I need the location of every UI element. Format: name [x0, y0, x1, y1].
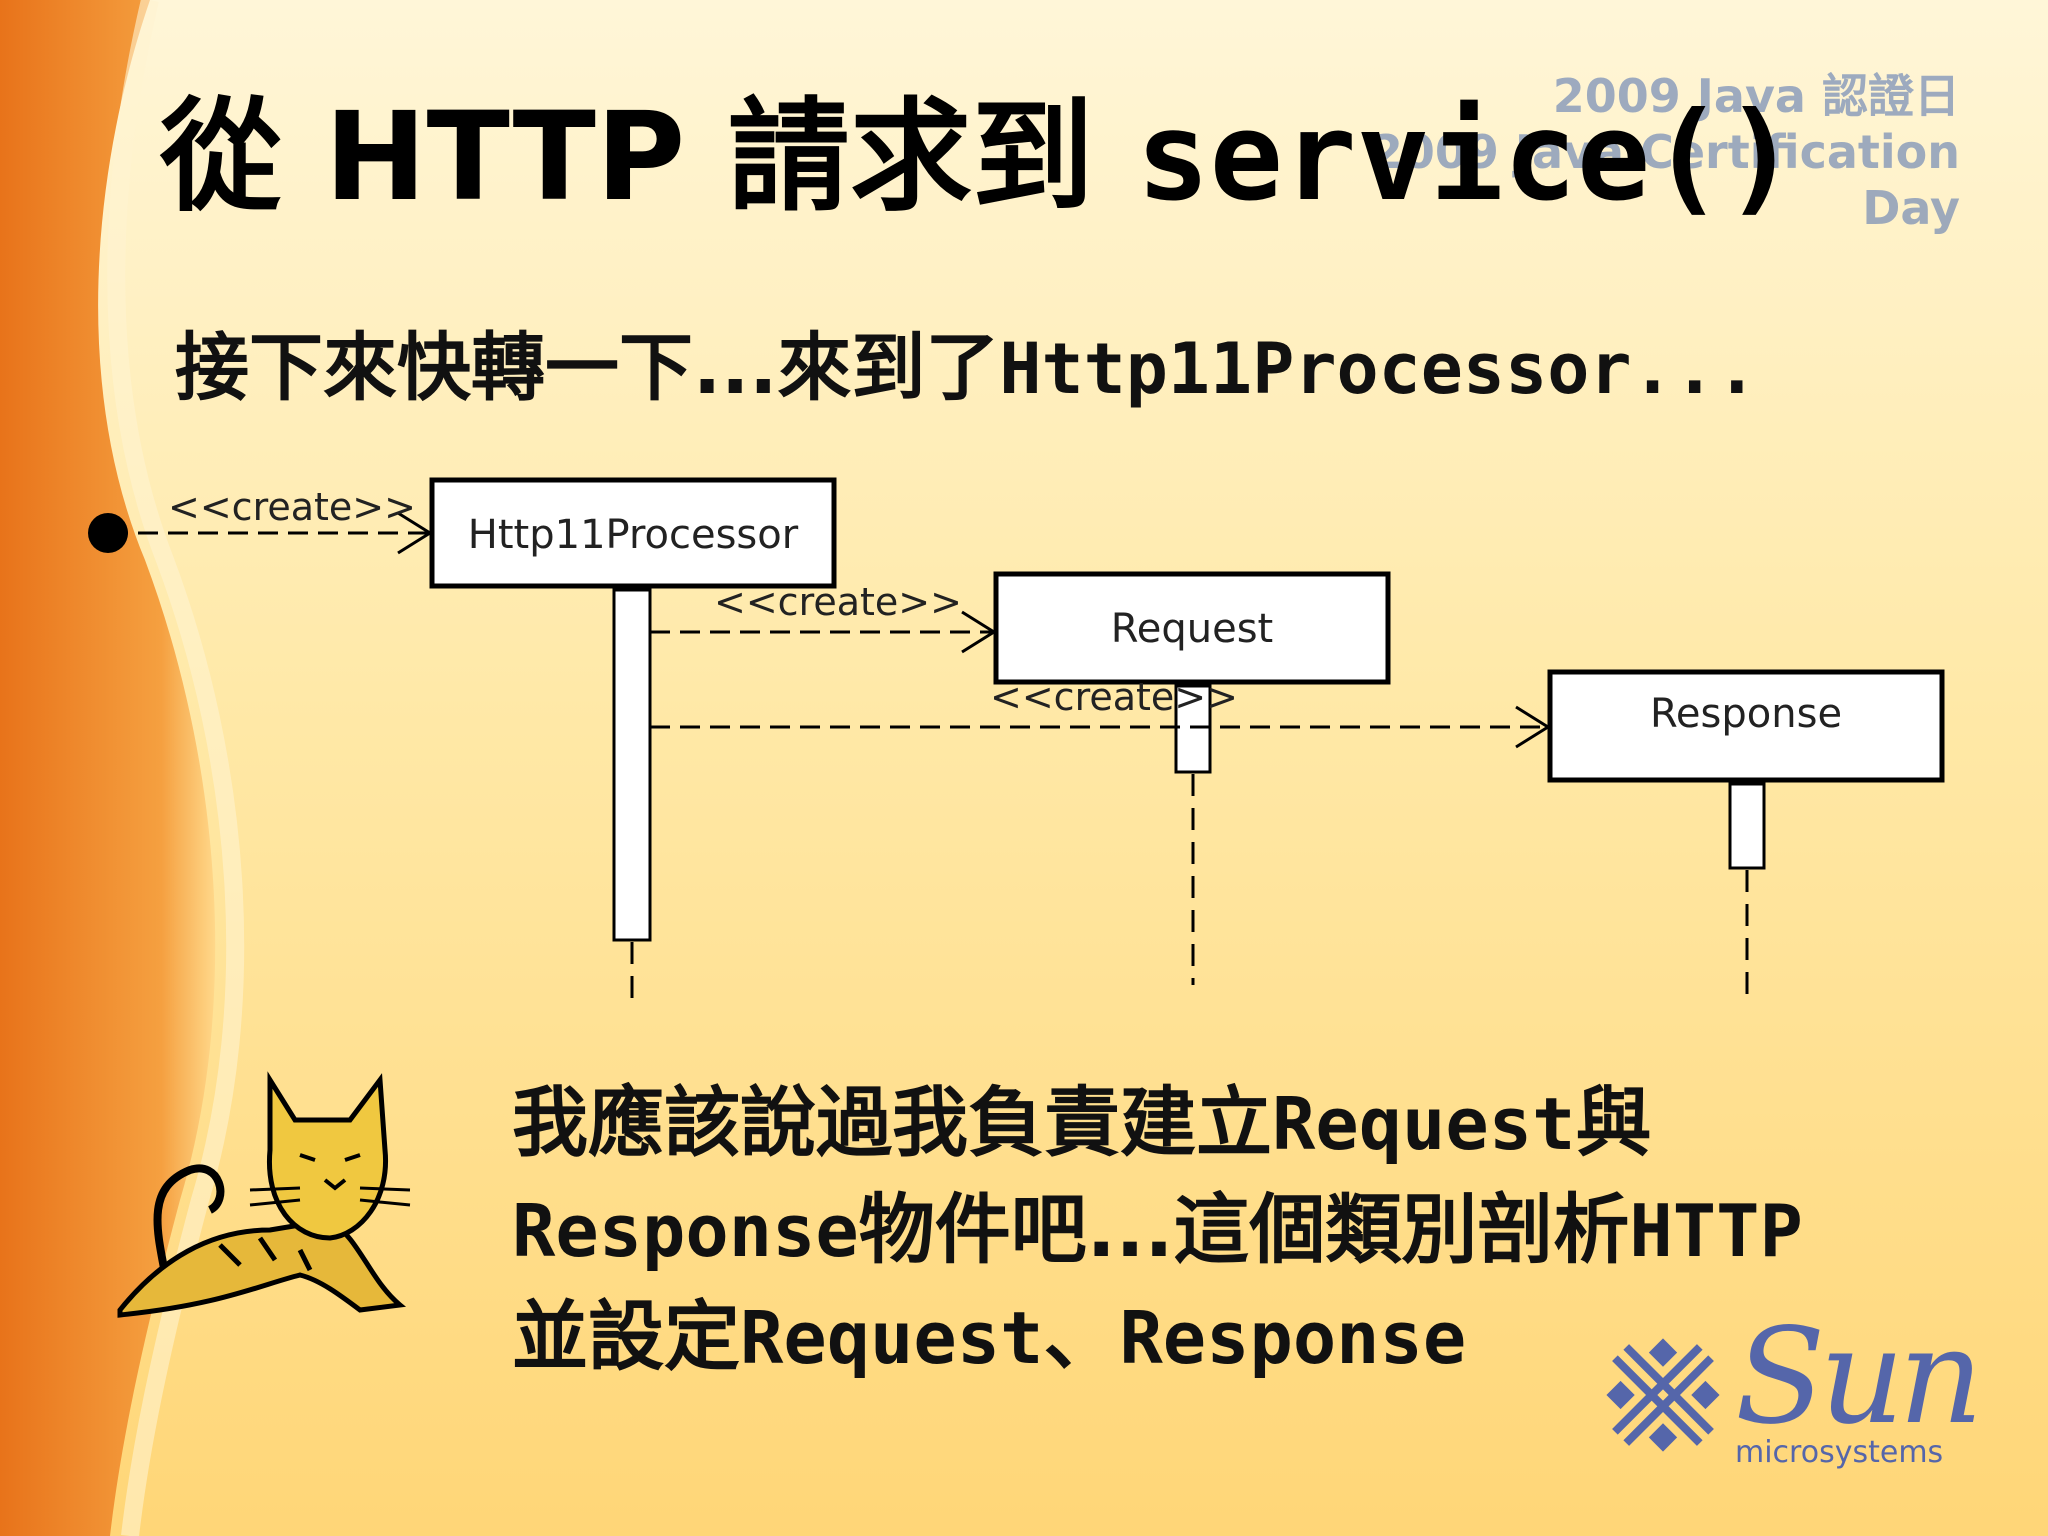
object-label-http11processor: Http11Processor — [468, 512, 799, 558]
object-box-http11processor — [429, 477, 837, 589]
speech-line1-tail: 與 — [1575, 1078, 1652, 1167]
tomcat-cat-icon — [117, 1071, 411, 1318]
actor-create-label: <<create>> — [168, 485, 416, 529]
speech-line3-text: 並設定 — [512, 1292, 740, 1381]
title-prefix: 從 HTTP 請求到 — [160, 86, 1137, 228]
create-response-label: <<create>> — [990, 675, 1238, 719]
speech-line-2: Response物件吧...這個類別剖析HTTP — [512, 1177, 2032, 1284]
slide-subtitle: 接下來快轉一下...來到了Http11Processor... — [175, 308, 1758, 415]
activation-bar-http11processor — [612, 588, 652, 942]
create-response-arrowhead — [1515, 705, 1551, 749]
subtitle-code: Http11Processor... — [999, 328, 1758, 410]
object-label-response: Response — [1650, 691, 1842, 737]
certification-day-watermark: 2009 Java 認證日 2009 Java Certification Da… — [1300, 68, 1960, 236]
speech-line-1: 我應該說過我負責建立Request與 — [512, 1070, 2032, 1177]
speech-line1-code: Request — [1272, 1082, 1576, 1166]
activation-bar-response — [1728, 782, 1766, 870]
sun-logo-icon — [1606, 1338, 1720, 1452]
speech-line2-code2: HTTP — [1629, 1189, 1803, 1273]
sun-logo-subtitle: microsystems — [1735, 1435, 1944, 1470]
speech-line-3: 並設定Request、Response — [512, 1284, 2032, 1391]
object-box-request — [993, 571, 1391, 685]
sun-logo-word: Sun — [1735, 1300, 1983, 1454]
speech-line3-sep: 、 — [1043, 1292, 1120, 1381]
title-code: service() — [1136, 86, 1798, 228]
subtitle-prefix: 接下來快轉一下...來到了 — [175, 325, 1000, 411]
speech-line1-text: 我應該說過我負責建立 — [512, 1078, 1272, 1167]
speech-line3-code: Request — [740, 1296, 1044, 1380]
mascot-speech-text: 我應該說過我負責建立Request與 Response物件吧...這個類別剖析H… — [512, 1070, 2032, 1391]
speech-line2-code: Response — [512, 1189, 859, 1273]
object-box-response — [1547, 669, 1945, 783]
slide-title: 從 HTTP 請求到 service() — [160, 58, 1797, 235]
object-label-request: Request — [1111, 606, 1273, 652]
speech-line3-code2: Response — [1119, 1296, 1467, 1380]
watermark-line1: 2009 Java 認證日 — [1552, 69, 1960, 123]
activation-bar-request — [1174, 684, 1212, 774]
watermark-line2: 2009 Java Certification Day — [1370, 125, 1960, 235]
create-request-label: <<create>> — [714, 580, 962, 624]
create-request-arrowhead — [961, 610, 997, 654]
speech-line2-text: 物件吧...這個類別剖析 — [858, 1185, 1630, 1274]
